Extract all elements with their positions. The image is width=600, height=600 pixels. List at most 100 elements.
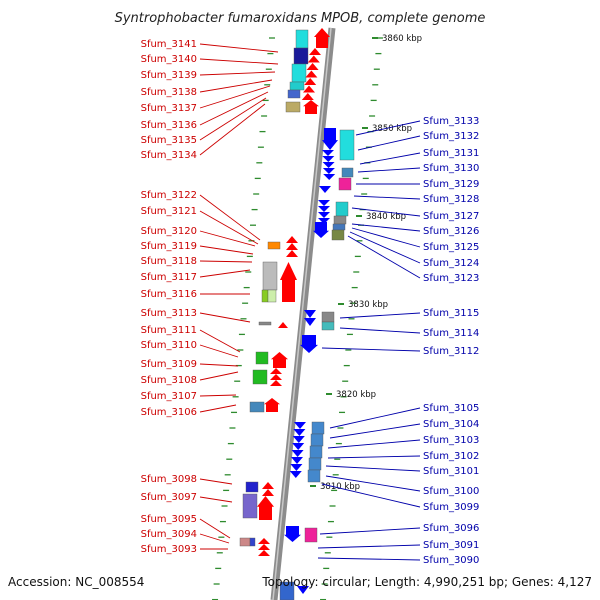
gene-label: Sfum_3115 <box>423 308 479 319</box>
gene-label: Sfum_3107 <box>141 391 197 402</box>
gene-box <box>289 81 305 91</box>
gene-box <box>242 493 258 519</box>
reverse-gene-chevron <box>318 206 330 212</box>
forward-gene-chevron <box>301 93 314 100</box>
gene-box <box>332 223 346 231</box>
reverse-gene-chevron <box>289 471 302 478</box>
gene-label: Sfum_3123 <box>423 273 479 284</box>
reverse-gene-arrow <box>313 222 329 238</box>
gene-features <box>239 28 355 600</box>
forward-gene-chevron <box>270 368 282 374</box>
label-leader <box>199 344 239 358</box>
label-leader <box>317 557 421 561</box>
forward-gene-chevron <box>278 322 288 328</box>
forward-gene-chevron <box>258 550 270 556</box>
gene-label: Sfum_3135 <box>141 135 197 146</box>
reverse-gene-chevron <box>291 450 304 457</box>
tick-tracks <box>212 37 383 600</box>
gene-label: Sfum_3102 <box>423 451 479 462</box>
forward-gene-arrow <box>271 352 288 368</box>
label-leader <box>357 135 421 151</box>
gene-label: Sfum_3117 <box>141 272 197 283</box>
gene-box <box>335 201 349 217</box>
gene-label: Sfum_3127 <box>423 211 479 222</box>
gene-label: Sfum_3110 <box>141 340 197 351</box>
gene-label: Sfum_3112 <box>423 346 479 357</box>
label-leader <box>339 327 421 334</box>
reverse-gene-chevron <box>304 318 316 326</box>
reverse-gene-arrow <box>322 128 338 150</box>
gene-label: Sfum_3128 <box>423 194 479 205</box>
forward-gene-chevron <box>262 482 274 489</box>
gene-label: Sfum_3101 <box>423 466 479 477</box>
gene-label: Sfum_3140 <box>141 54 197 65</box>
gene-box <box>339 129 355 161</box>
gene-label: Sfum_3120 <box>141 226 197 237</box>
gene-box <box>249 537 256 547</box>
label-leader <box>347 235 421 279</box>
label-leader <box>199 245 254 255</box>
forward-gene-chevron <box>307 55 320 63</box>
forward-gene-chevron <box>286 236 298 243</box>
map-title: Syntrophobacter fumaroxidans MPOB, compl… <box>115 11 486 26</box>
label-leader <box>357 167 421 173</box>
gene-label: Sfum_3119 <box>141 241 197 252</box>
scale-label: 3840 kbp <box>366 212 406 222</box>
gene-label: Sfum_3129 <box>423 179 479 190</box>
reverse-gene-chevron <box>292 436 305 443</box>
scale-label: 3820 kbp <box>336 390 376 400</box>
label-leader <box>353 195 421 200</box>
label-leader <box>199 329 241 353</box>
gene-label: Sfum_3114 <box>423 328 479 339</box>
gene-label: Sfum_3108 <box>141 375 197 386</box>
gene-box <box>262 261 278 291</box>
label-leader <box>199 43 279 53</box>
label-leader <box>199 260 253 263</box>
gene-box <box>249 401 265 413</box>
gene-label: Sfum_3104 <box>423 419 479 430</box>
left-gene-labels: Sfum_3141Sfum_3140Sfum_3139Sfum_3138Sfum… <box>141 39 279 555</box>
label-leader <box>199 194 261 241</box>
reverse-gene-chevron <box>318 212 330 218</box>
reverse-gene-chevron <box>319 186 331 193</box>
gene-box <box>304 527 318 543</box>
label-leader <box>199 371 239 381</box>
forward-gene-chevron <box>270 374 282 380</box>
label-leader <box>317 544 421 549</box>
forward-gene-arrow <box>264 398 280 412</box>
reverse-gene-chevron <box>294 422 306 429</box>
gene-box <box>341 167 354 178</box>
gene-label: Sfum_3095 <box>141 514 197 525</box>
right-gene-labels: Sfum_3133Sfum_3132Sfum_3131Sfum_3130Sfum… <box>317 116 479 566</box>
forward-gene-chevron <box>309 48 321 55</box>
gene-box <box>308 457 322 471</box>
label-leader <box>199 91 269 126</box>
forward-gene-chevron <box>286 250 298 257</box>
reverse-gene-chevron <box>318 218 330 224</box>
genome-backbone <box>270 27 336 600</box>
scale-label: 3850 kbp <box>372 124 412 134</box>
scale-label: 3810 kbp <box>320 482 360 492</box>
gene-label: Sfum_3125 <box>423 242 479 253</box>
forward-gene-arrow <box>314 28 330 48</box>
reverse-gene-chevron <box>290 464 303 471</box>
label-leader <box>199 404 237 413</box>
gene-box <box>255 351 269 365</box>
gene-box <box>295 29 309 49</box>
gene-label: Sfum_3109 <box>141 359 197 370</box>
gene-box <box>333 215 347 225</box>
genome-backbone-highlight <box>272 27 332 600</box>
gene-label: Sfum_3111 <box>141 325 197 336</box>
gene-label: Sfum_3141 <box>141 39 197 50</box>
reverse-gene-chevron <box>292 443 305 450</box>
gene-box <box>309 445 323 459</box>
gene-box <box>311 421 325 435</box>
label-leader <box>199 533 230 544</box>
label-leader <box>339 312 421 319</box>
gene-label: Sfum_3121 <box>141 206 197 217</box>
gene-box <box>267 289 277 303</box>
gene-label: Sfum_3096 <box>423 523 479 534</box>
forward-gene-chevron <box>303 85 315 93</box>
gene-box <box>291 63 307 83</box>
